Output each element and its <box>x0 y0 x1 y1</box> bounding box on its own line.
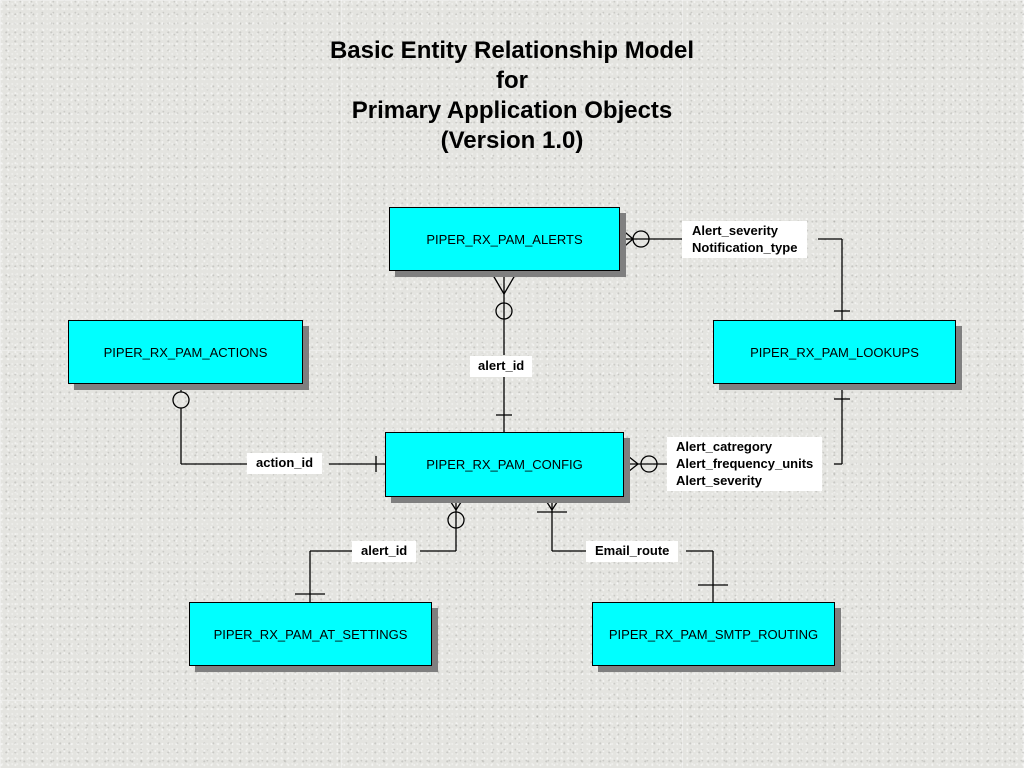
entity-pam-actions[interactable]: PIPER_RX_PAM_ACTIONS <box>68 320 303 384</box>
label-config-lookups-line-1: Alert_catregory <box>676 439 773 454</box>
relationship-config-at-settings <box>295 495 466 602</box>
relationship-alerts-lookups <box>618 226 850 320</box>
relationship-config-smtp-routing <box>537 495 728 602</box>
entity-pam-config[interactable]: PIPER_RX_PAM_CONFIG <box>385 432 624 497</box>
label-config-at-settings: alert_id <box>352 541 417 562</box>
entity-pam-at-settings[interactable]: PIPER_RX_PAM_AT_SETTINGS <box>189 602 432 666</box>
label-config-lookups: Alert_catregory Alert_frequency_units Al… <box>667 437 823 491</box>
relationship-config-lookups <box>622 383 850 477</box>
entity-pam-alerts[interactable]: PIPER_RX_PAM_ALERTS <box>389 207 620 271</box>
label-config-smtp-routing: Email_route <box>586 541 679 562</box>
relationship-alerts-config <box>489 269 519 432</box>
label-alerts-lookups-line-2: Notification_type <box>692 240 798 255</box>
label-config-lookups-line-2: Alert_frequency_units <box>676 456 814 471</box>
label-alerts-lookups-line-1: Alert_severity <box>692 223 778 238</box>
diagram-title: Basic Entity Relationship Model for Prim… <box>262 36 762 156</box>
title-line-4: (Version 1.0) <box>440 127 584 154</box>
label-alerts-config: alert_id <box>470 356 533 377</box>
title-line-3: Primary Application Objects <box>351 97 673 124</box>
title-line-2: for <box>496 67 528 94</box>
entity-pam-lookups[interactable]: PIPER_RX_PAM_LOOKUPS <box>713 320 956 384</box>
label-config-lookups-line-3: Alert_severity <box>676 473 762 488</box>
label-alerts-lookups: Alert_severity Notification_type <box>682 221 808 258</box>
entity-pam-smtp-routing[interactable]: PIPER_RX_PAM_SMTP_ROUTING <box>592 602 835 666</box>
label-actions-config: action_id <box>247 453 323 474</box>
relationship-actions-config <box>172 383 385 472</box>
title-line-1: Basic Entity Relationship Model <box>329 37 695 64</box>
